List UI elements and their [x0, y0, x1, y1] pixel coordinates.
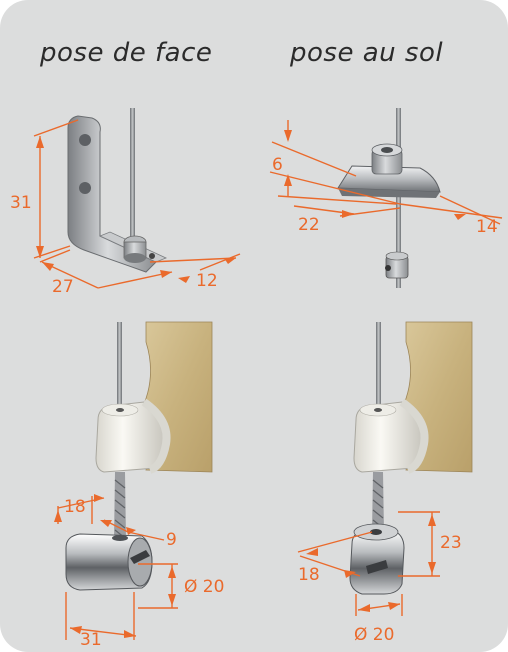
l-bracket: [67, 115, 157, 273]
floor-fixing-illustration: [337, 108, 441, 288]
dim-clamp-cable: 9: [166, 530, 177, 550]
dim-clamp-offset: 18: [64, 497, 86, 517]
dim-clamp-diameter: Ø 20: [184, 577, 224, 597]
dimension-lines-face-clamp: [54, 494, 178, 640]
dim-floor-length: 22: [298, 215, 320, 235]
dim-floor-width: 14: [476, 217, 498, 237]
screw-hole-bottom: [79, 182, 91, 194]
sol-upper-rod: [376, 322, 381, 418]
wall-bracket-illustration: [67, 108, 168, 273]
set-screw: [149, 253, 155, 259]
heading-pose-de-face: pose de face: [40, 38, 213, 68]
sol-clamp-screw: [366, 560, 388, 574]
screw-hole-top: [79, 134, 91, 146]
dim-bracket-width: 12: [196, 271, 218, 291]
dim-bracket-depth: 27: [52, 277, 74, 297]
dimension-lines-wall: [33, 119, 241, 289]
face-clamp-illustration: [65, 321, 213, 591]
cable-rod: [130, 108, 135, 238]
face-upper-rod: [117, 322, 122, 418]
dimension-lines-sol-clamp: [297, 511, 440, 616]
dim-sol-clamp-height: 23: [440, 533, 462, 553]
dim-clamp-length: 31: [80, 630, 102, 650]
dim-sol-clamp-diameter: Ø 20: [354, 625, 394, 645]
floor-cable-rod: [396, 108, 401, 288]
dim-sol-clamp-offset: 18: [298, 565, 320, 585]
sol-clamp-illustration: [349, 321, 473, 595]
heading-pose-au-sol: pose au sol: [290, 38, 444, 68]
floor-base: [337, 165, 441, 193]
dim-floor-height: 6: [272, 155, 283, 175]
face-cable: [114, 472, 126, 540]
dim-bracket-height: 31: [10, 193, 32, 213]
dimension-lines-floor: [269, 120, 503, 225]
face-clamp-screw: [130, 550, 150, 564]
